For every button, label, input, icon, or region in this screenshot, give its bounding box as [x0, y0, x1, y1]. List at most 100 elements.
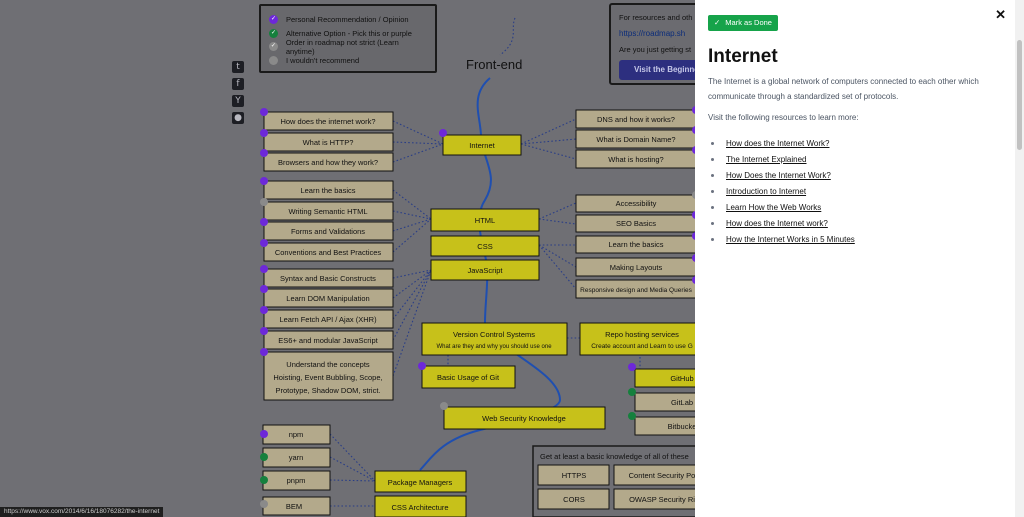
svg-text:Repo hosting services: Repo hosting services: [605, 330, 679, 339]
node-pkg[interactable]: Package Managers: [374, 470, 467, 493]
svg-text:HTML: HTML: [475, 216, 495, 225]
node-syntax[interactable]: Syntax and Basic Constructs: [263, 268, 394, 288]
resource-link[interactable]: How does the Internet work?: [726, 218, 828, 228]
node-bem[interactable]: BEM: [262, 496, 331, 516]
resource-link[interactable]: Introduction to Internet: [726, 186, 807, 196]
svg-text:BEM: BEM: [286, 502, 302, 511]
svg-text:Learn DOM Manipulation: Learn DOM Manipulation: [286, 294, 369, 303]
check-icon: ✓: [269, 28, 278, 38]
bullet-icon: [711, 222, 714, 225]
node-bitbucket[interactable]: Bitbucke: [634, 416, 701, 436]
resource-link[interactable]: How does the Internet Work?: [726, 138, 830, 148]
bullet-icon: [711, 174, 714, 177]
node-npm[interactable]: npm: [262, 424, 331, 445]
svg-text:Forms and Validations: Forms and Validations: [291, 227, 365, 236]
svg-text:Learn the basics: Learn the basics: [300, 186, 355, 195]
node-owasp[interactable]: OWASP Security Ri: [613, 488, 701, 510]
svg-text:HTTPS: HTTPS: [562, 471, 587, 480]
resources-question: Are you just getting st: [619, 45, 692, 54]
check-icon: ✓: [269, 15, 278, 25]
node-accessibility[interactable]: Accessibility: [575, 194, 697, 213]
node-websec[interactable]: Web Security Knowledge: [443, 406, 606, 430]
mark-as-done-button[interactable]: ✓ Mark as Done: [708, 14, 778, 31]
svg-text:CORS: CORS: [563, 495, 585, 504]
beginner-roadmap-button[interactable]: Visit the Beginner: [619, 60, 699, 80]
security-group-caption: Get at least a basic knowledge of all of…: [540, 452, 689, 461]
svg-text:Package Managers: Package Managers: [388, 478, 453, 487]
node-gitlab[interactable]: GitLab: [634, 392, 701, 412]
bullet-icon: [711, 206, 714, 209]
drawer-scrollbar[interactable]: [1015, 0, 1024, 517]
node-fetch[interactable]: Learn Fetch API / Ajax (XHR): [263, 309, 394, 329]
resource-link[interactable]: The Internet Explained: [726, 154, 807, 164]
resource-link[interactable]: How the Internet Works in 5 Minutes: [726, 234, 855, 244]
node-internet[interactable]: Internet: [442, 134, 522, 156]
scrollbar-thumb[interactable]: [1017, 40, 1022, 150]
node-es6[interactable]: ES6+ and modular JavaScript: [263, 330, 394, 350]
check-icon: ✓: [714, 18, 721, 27]
node-what-http[interactable]: What is HTTP?: [263, 132, 394, 152]
node-css-basics[interactable]: Learn the basics: [575, 235, 697, 254]
svg-text:Bitbucke: Bitbucke: [668, 422, 697, 431]
svg-text:Internet: Internet: [469, 141, 495, 150]
node-https[interactable]: HTTPS: [537, 464, 610, 486]
svg-text:pnpm: pnpm: [287, 476, 306, 485]
list-item: The Internet Explained: [711, 152, 1011, 168]
resource-link[interactable]: Learn How the Web Works: [726, 202, 822, 212]
node-css-arch[interactable]: CSS Architecture: [374, 495, 467, 517]
node-dom[interactable]: Learn DOM Manipulation: [263, 288, 394, 308]
node-dns[interactable]: DNS and how it works?: [575, 109, 697, 129]
svg-text:Responsive design and Media Qu: Responsive design and Media Queries: [580, 287, 692, 294]
node-pnpm[interactable]: pnpm: [262, 470, 331, 491]
dot-icon: [269, 55, 278, 65]
resources-intro: Visit the following resources to learn m…: [708, 112, 859, 122]
bullet-icon: [711, 190, 714, 193]
connectors: [329, 118, 641, 507]
node-css[interactable]: CSS: [430, 235, 540, 257]
node-repo[interactable]: Repo hosting services Create account and…: [579, 322, 701, 356]
resource-list: How does the Internet Work? The Internet…: [708, 136, 1011, 248]
svg-text:DNS and how it works?: DNS and how it works?: [597, 115, 675, 124]
legend-label: Personal Recommendation / Opinion: [286, 15, 409, 25]
node-javascript[interactable]: JavaScript: [430, 259, 540, 281]
node-git[interactable]: Basic Usage of Git: [421, 365, 516, 389]
node-csp[interactable]: Content Security Po: [613, 464, 701, 486]
node-layouts[interactable]: Making Layouts: [575, 257, 697, 277]
node-hosting[interactable]: What is hosting?: [575, 149, 697, 169]
node-domain[interactable]: What is Domain Name?: [575, 129, 697, 149]
roadmap-link[interactable]: https://roadmap.sh: [619, 29, 686, 38]
legend-item: ✓ Personal Recommendation / Opinion: [269, 13, 427, 27]
svg-text:GitLab: GitLab: [671, 398, 693, 407]
node-forms[interactable]: Forms and Validations: [263, 221, 394, 241]
hackernews-icon[interactable]: Y: [232, 95, 244, 107]
svg-text:GitHub: GitHub: [670, 374, 693, 383]
node-html[interactable]: HTML: [430, 208, 540, 232]
svg-text:npm: npm: [289, 430, 304, 439]
node-github[interactable]: GitHub: [634, 368, 701, 388]
node-cors[interactable]: CORS: [537, 488, 610, 510]
legend-label: Order in roadmap not strict (Learn anyti…: [285, 37, 399, 56]
legend-item: I wouldn't recommend: [269, 54, 427, 68]
svg-text:Accessibility: Accessibility: [616, 199, 657, 208]
node-vcs[interactable]: Version Control Systems What are they an…: [421, 322, 568, 356]
svg-text:Create account and Learn to us: Create account and Learn to use G: [591, 343, 693, 350]
facebook-icon[interactable]: f: [232, 78, 244, 90]
node-seo[interactable]: SEO Basics: [575, 214, 697, 233]
node-yarn[interactable]: yarn: [262, 447, 331, 468]
status-bar-url: https://www.vox.com/2014/6/16/18076282/t…: [0, 507, 164, 517]
close-icon[interactable]: ✕: [995, 7, 1006, 22]
resource-link[interactable]: How Does the Internet Work?: [726, 170, 831, 180]
node-conventions[interactable]: Conventions and Best Practices: [263, 242, 394, 262]
node-browsers[interactable]: Browsers and how they work?: [263, 152, 394, 172]
svg-text:What are they and why you shou: What are they and why you should use one: [436, 344, 552, 350]
node-concepts[interactable]: Understand the concepts Hoisting, Event …: [263, 351, 394, 401]
node-responsive[interactable]: Responsive design and Media Queries: [575, 279, 697, 299]
node-how-internet[interactable]: How does the internet work?: [263, 111, 394, 131]
svg-text:Prototype, Shadow DOM, strict.: Prototype, Shadow DOM, strict.: [275, 386, 380, 395]
node-semantic-html[interactable]: Writing Semantic HTML: [263, 201, 394, 221]
twitter-icon[interactable]: t: [232, 61, 244, 73]
node-learn-basics[interactable]: Learn the basics: [263, 180, 394, 200]
svg-text:Conventions and Best Practices: Conventions and Best Practices: [275, 248, 382, 257]
reddit-icon[interactable]: ●: [232, 112, 244, 124]
list-item: Learn How the Web Works: [711, 200, 1011, 216]
